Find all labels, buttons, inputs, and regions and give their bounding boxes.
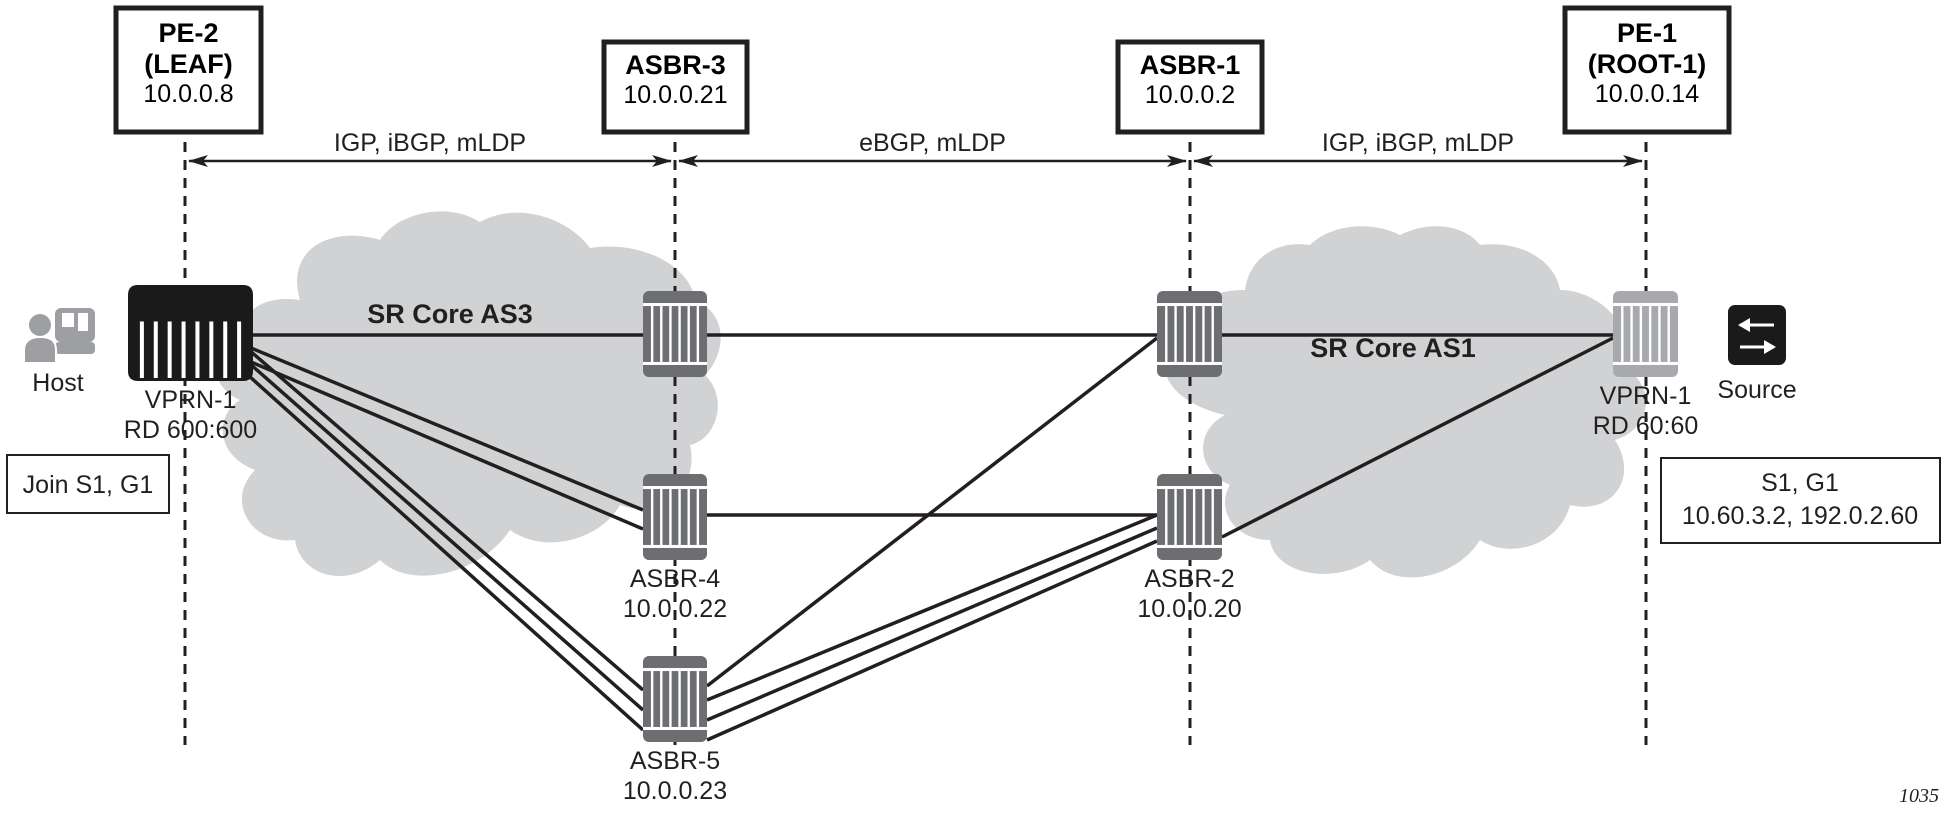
protocol-segments: IGP, iBGP, mLDP eBGP, mLDP IGP, iBGP, mLDP <box>188 129 1643 167</box>
link-line <box>705 336 1159 688</box>
link-asbr2-pe1 <box>1221 336 1614 539</box>
router-label: RD 60:60 <box>1593 412 1699 440</box>
source-note: S1, G1 10.60.3.2, 192.0.2.60 <box>1660 457 1941 544</box>
source-label: Source <box>1717 376 1796 404</box>
link-line <box>250 360 644 531</box>
header-box-pe1: PE-1(ROOT-1)10.0.0.14 <box>1562 5 1732 135</box>
link-line <box>706 526 1158 722</box>
router-label: ASBR-2 <box>1144 565 1234 593</box>
header-title-line: PE-2 <box>158 18 218 48</box>
segment-label: IGP, iBGP, mLDP <box>334 129 526 157</box>
router-label: 10.0.0.20 <box>1137 595 1241 623</box>
link-line <box>1221 336 1614 539</box>
link-line <box>247 361 645 712</box>
link-asbr5-asbr1 <box>705 336 1159 688</box>
header-title-line: (LEAF) <box>144 49 232 79</box>
header-ip: 10.0.0.2 <box>1145 81 1235 109</box>
host-label: Host <box>32 369 83 397</box>
header-ip: 10.0.0.14 <box>1595 80 1699 108</box>
source-note-line-2: 10.60.3.2, 192.0.2.60 <box>1682 502 1918 530</box>
router-icon <box>643 474 707 560</box>
router-icon <box>643 291 707 377</box>
router-asbr4[interactable]: ASBR-410.0.0.22 <box>623 474 727 623</box>
header-box-frame <box>601 39 750 135</box>
link-line <box>706 513 1158 702</box>
cloud-sr-core-as1: SR Core AS1 <box>1165 226 1646 578</box>
header-box-frame <box>113 5 264 135</box>
host-icon <box>23 308 95 364</box>
link-line <box>247 348 645 692</box>
header-box-asbr1: ASBR-110.0.0.2 <box>1115 39 1265 135</box>
link-pe2-asbr4 <box>250 346 644 531</box>
router-asbr1[interactable] <box>1157 291 1222 377</box>
segment-label: IGP, iBGP, mLDP <box>1322 129 1514 157</box>
cloud-label: SR Core AS1 <box>1310 333 1476 363</box>
cloud-shape <box>216 211 721 577</box>
segment-asbr1-pe1: IGP, iBGP, mLDP <box>1193 129 1643 167</box>
router-label: RD 600:600 <box>124 416 257 444</box>
router-label: 10.0.0.23 <box>623 777 727 805</box>
router-label: VPRN-1 <box>1600 382 1692 410</box>
header-ip: 10.0.0.8 <box>143 80 233 108</box>
router-asbr2[interactable]: ASBR-210.0.0.20 <box>1137 474 1242 623</box>
switch-arrows-icon <box>1728 305 1786 365</box>
segment-label: eBGP, mLDP <box>859 129 1006 157</box>
header-title-line: PE-1 <box>1617 18 1677 48</box>
link-line <box>250 346 644 512</box>
router-asbr5[interactable]: ASBR-510.0.0.23 <box>623 656 727 805</box>
source: Source <box>1717 305 1797 404</box>
link-asbr5-asbr2 <box>706 513 1158 742</box>
router-icon <box>1613 291 1678 377</box>
router-asbr3[interactable] <box>643 291 707 377</box>
router-icon <box>1157 474 1222 560</box>
link-line <box>247 374 645 732</box>
figure-number: 1035 <box>1899 785 1939 807</box>
segment-pe2-asbr3: IGP, iBGP, mLDP <box>188 129 672 167</box>
header-box-asbr3: ASBR-310.0.0.21 <box>601 39 750 135</box>
link-pe2-asbr5 <box>247 348 645 732</box>
routers: VPRN-1RD 600:600ASBR-410.0.0.22ASBR-510.… <box>124 285 1699 805</box>
cloud-shape <box>1165 226 1646 578</box>
cloud-sr-core-as3: SR Core AS3 <box>216 211 721 577</box>
router-label: 10.0.0.22 <box>623 595 727 623</box>
header-title-line: ASBR-1 <box>1140 50 1241 80</box>
router-icon <box>643 656 707 742</box>
host: Host <box>23 308 95 397</box>
link-line <box>706 539 1158 742</box>
segment-asbr3-asbr1: eBGP, mLDP <box>678 129 1187 167</box>
router-label: ASBR-5 <box>630 747 720 775</box>
header-title-line: ASBR-3 <box>625 50 726 80</box>
router-icon <box>1157 291 1222 377</box>
router-label: ASBR-4 <box>630 565 720 593</box>
join-note: Join S1, G1 <box>6 454 170 514</box>
cloud-label: SR Core AS3 <box>367 299 533 329</box>
router-icon <box>128 285 253 381</box>
header-box-frame <box>1562 5 1732 135</box>
links <box>247 333 1614 742</box>
router-pe1[interactable]: VPRN-1RD 60:60 <box>1593 291 1699 440</box>
join-note-text: Join S1, G1 <box>23 471 154 499</box>
header-ip: 10.0.0.21 <box>623 81 727 109</box>
header-box-frame <box>1115 39 1265 135</box>
header-boxes: PE-2(LEAF)10.0.0.8ASBR-310.0.0.21ASBR-11… <box>113 5 1732 135</box>
router-pe2[interactable]: VPRN-1RD 600:600 <box>124 285 257 444</box>
header-title-line: (ROOT-1) <box>1588 49 1707 79</box>
router-label: VPRN-1 <box>145 386 237 414</box>
header-box-pe2: PE-2(LEAF)10.0.0.8 <box>113 5 264 135</box>
source-note-line-1: S1, G1 <box>1761 469 1839 497</box>
